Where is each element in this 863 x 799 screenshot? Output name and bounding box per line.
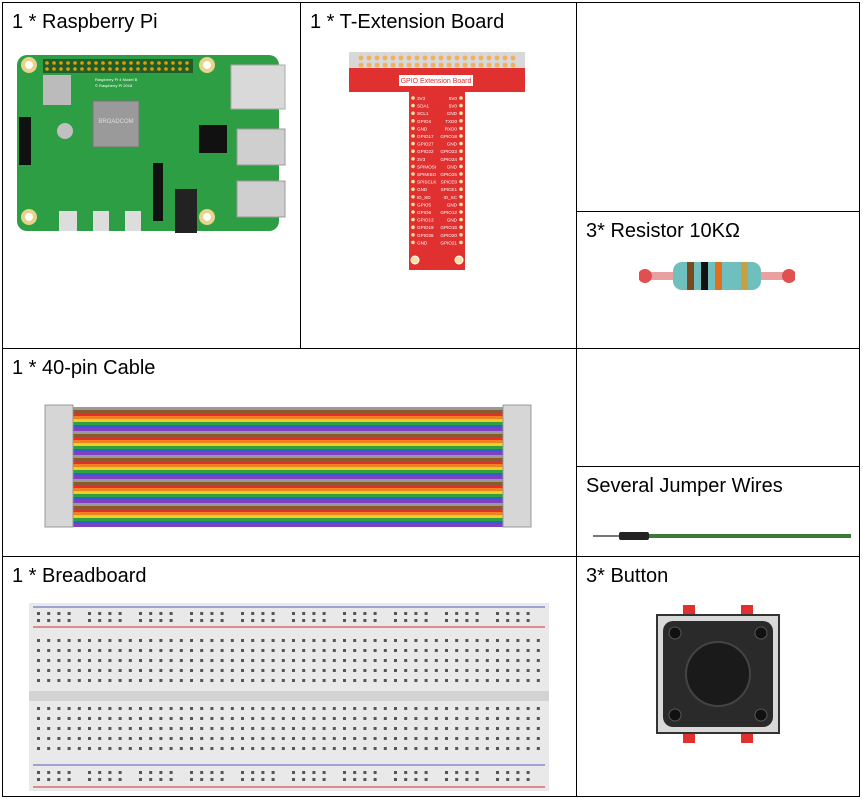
tboard-pin-right: 5V0: [449, 104, 458, 109]
cell-t-extension-board: 1 * T-Extension Board GPIO Extension Boa…: [300, 2, 577, 349]
jumper-wire-image: [593, 532, 851, 540]
tboard-pin-left: SCL1: [417, 111, 429, 116]
tboard-pin-left: SDA1: [417, 104, 429, 109]
tboard-pin-right: GPIO21: [440, 240, 457, 245]
40pin-cable-image: [44, 404, 532, 528]
tboard-pin-left: GPIO27: [417, 142, 434, 147]
tboard-pin-right: GPIO20: [440, 233, 457, 238]
tboard-pin-left: GPIO13: [417, 218, 434, 223]
tboard-pin-left: GPIO26: [417, 233, 434, 238]
cell-empty-top-right: [576, 2, 860, 212]
tboard-pin-left: GND: [417, 240, 428, 245]
cell-resistor: 3* Resistor 10KΩ: [576, 211, 860, 349]
tboard-pin-left: SPISCLK: [417, 180, 437, 185]
label-button: 3* Button: [586, 565, 669, 587]
breadboard-image: [29, 603, 549, 791]
board-text-1: Raspberry Pi 4 Model B: [95, 77, 138, 82]
tboard-pin-right: TXD0: [445, 119, 457, 124]
tboard-pin-left: SPIMOSI: [417, 164, 436, 169]
tboard-pin-left: 3V3: [417, 157, 426, 162]
tboard-pin-left: GPIO17: [417, 134, 434, 139]
tboard-pin-left: SPIMISO: [417, 172, 437, 177]
cell-breadboard: 1 * Breadboard: [2, 556, 577, 797]
tboard-pin-right: GPIO24: [440, 157, 457, 162]
cell-jumper-wires: Several Jumper Wires: [576, 466, 860, 557]
board-text-2: © Raspberry Pi 2018: [95, 83, 133, 88]
tboard-pin-left: GND: [417, 126, 428, 131]
cell-empty-middle-right: [576, 348, 860, 467]
label-t-extension-board: 1 * T-Extension Board: [310, 11, 505, 33]
tboard-pin-right: 5V0: [449, 96, 458, 101]
tboard-pin-right: GND: [447, 202, 458, 207]
t-extension-board-image: GPIO Extension Board 3V3SDA1SCL1GPIO4GND…: [349, 52, 525, 270]
chip-text: BROADCOM: [98, 119, 133, 125]
label-jumper-wires: Several Jumper Wires: [586, 475, 783, 497]
resistor-image: [639, 262, 795, 290]
label-resistor: 3* Resistor 10KΩ: [586, 220, 740, 242]
tboard-pin-right: GPIO12: [440, 210, 457, 215]
tboard-pin-left: GPIO6: [417, 210, 431, 215]
tboard-pin-right: SPICE0: [441, 180, 458, 185]
tboard-pin-right: GPIO18: [440, 134, 457, 139]
tboard-pin-left: GPIO5: [417, 202, 431, 207]
tboard-pin-right: ID_SC: [443, 195, 457, 200]
tboard-pin-left: GPIO22: [417, 149, 434, 154]
cell-raspberry-pi: 1 * Raspberry Pi BROADCOM Raspberry Pi 4…: [2, 2, 301, 349]
tboard-pin-right: GPIO25: [440, 172, 457, 177]
raspberry-pi-image: BROADCOM Raspberry Pi 4 Model B © Raspbe…: [17, 55, 286, 233]
tboard-pin-right: GND: [447, 142, 458, 147]
tboard-pin-right: GPIO23: [440, 149, 457, 154]
tboard-pin-right: GND: [447, 111, 458, 116]
cell-40pin-cable: 1 * 40-pin Cable: [2, 348, 577, 557]
cell-button: 3* Button: [576, 556, 860, 797]
tboard-pin-right: SPICE1: [441, 187, 458, 192]
tboard-pin-right: RXD0: [445, 126, 458, 131]
tboard-pin-left: GPIO19: [417, 225, 434, 230]
tboard-pin-left: ID_SD: [417, 195, 431, 200]
tboard-pin-right: GND: [447, 164, 458, 169]
tboard-pin-right: GPIO16: [440, 225, 457, 230]
tboard-pin-right: GND: [447, 218, 458, 223]
label-40pin-cable: 1 * 40-pin Cable: [12, 357, 156, 379]
label-breadboard: 1 * Breadboard: [12, 565, 147, 587]
tboard-pin-left: 3V3: [417, 96, 426, 101]
tboard-pin-left: GND: [417, 187, 428, 192]
label-raspberry-pi: 1 * Raspberry Pi: [12, 11, 158, 33]
tboard-title: GPIO Extension Board: [401, 78, 472, 85]
tboard-pin-left: GPIO4: [417, 119, 431, 124]
push-button-image: [656, 605, 780, 743]
